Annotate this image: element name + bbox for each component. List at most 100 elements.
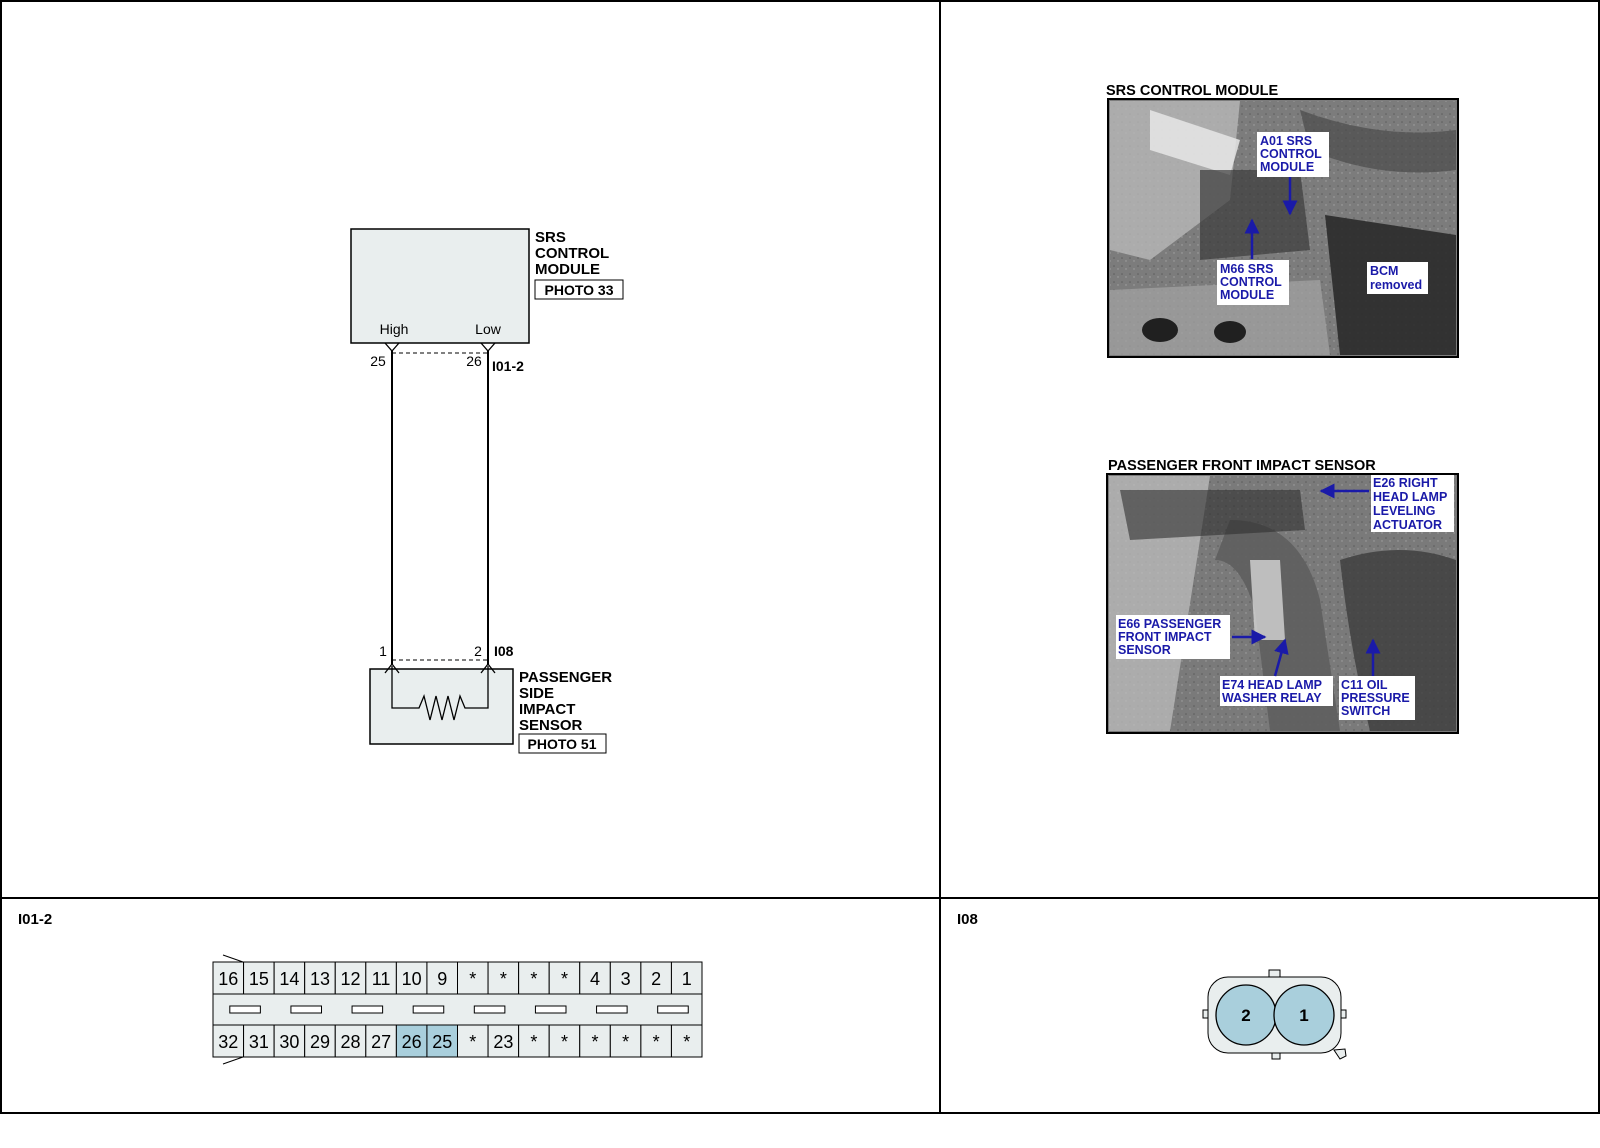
callout-e26-line-2: HEAD LAMP xyxy=(1373,490,1447,504)
i01-2-key-slot xyxy=(229,1005,261,1014)
srs-photo-ref-box xyxy=(534,279,624,300)
sensor-name-line-1: PASSENGER xyxy=(519,669,612,686)
i01-2-pin-label: 3 xyxy=(621,969,631,989)
callout-e74-line-1: E74 HEAD LAMP xyxy=(1222,678,1322,692)
i01-2-pin-label: 32 xyxy=(218,1032,238,1052)
i01-2-pin-label: 14 xyxy=(279,969,299,989)
i01-2-top-cell xyxy=(395,961,428,995)
i01-2-top-cell xyxy=(304,961,336,995)
srs-module-name-line-3: MODULE xyxy=(535,261,600,278)
i01-2-bottom-cell xyxy=(670,1024,703,1058)
callout-bcm-line-1: BCM xyxy=(1370,264,1398,278)
i01-2-pin-label: 11 xyxy=(372,969,391,989)
i01-2-bottom-cell xyxy=(273,1024,306,1058)
callout-e26-line-1: E26 RIGHT xyxy=(1373,476,1438,490)
i01-2-pin-label: * xyxy=(592,1032,599,1052)
i01-2-top-cell xyxy=(273,961,306,995)
i08-pin-1-cavity xyxy=(1273,984,1335,1046)
arrow-e74 xyxy=(1273,638,1289,677)
connector-id-i01-2: I01-2 xyxy=(492,358,524,374)
pin-26-number: 26 xyxy=(466,353,482,369)
i01-2-pin-label: * xyxy=(622,1032,629,1052)
sensor-resistor xyxy=(391,666,489,721)
i01-2-bottom-cell xyxy=(487,1024,520,1058)
connector-i08-title: I08 xyxy=(957,911,978,928)
i01-2-top-cell xyxy=(609,961,642,995)
callout-e26-line-3: LEVELING xyxy=(1373,504,1436,518)
i01-2-pin-label: 23 xyxy=(493,1032,513,1052)
callout-c11-line-3: SWITCH xyxy=(1341,704,1390,718)
i01-2-bottom-cell xyxy=(609,1024,642,1058)
i01-2-pin-label: * xyxy=(561,969,568,989)
photo-passenger-front-impact-sensor: PASSENGER FRONT IMPACT SENSOR E26 RIGHT … xyxy=(1106,458,1459,734)
i01-2-top-cell xyxy=(487,961,520,995)
i01-2-pin-label: * xyxy=(530,969,537,989)
callout-a01-line-2: CONTROL xyxy=(1260,147,1322,161)
pin-25-number: 25 xyxy=(370,353,386,369)
callout-m66-line-2: CONTROL xyxy=(1220,275,1282,289)
i01-2-pin-label: 13 xyxy=(310,969,330,989)
i01-2-pin-label: * xyxy=(469,1032,476,1052)
i01-2-key-slot xyxy=(534,1005,567,1014)
schematic: SRS CONTROL MODULE PHOTO 33 High Low 25 … xyxy=(350,228,624,754)
i01-2-pin-label: 15 xyxy=(249,969,269,989)
callout-m66-line-1: M66 SRS xyxy=(1220,262,1274,276)
i01-2-pin-label: * xyxy=(683,1032,690,1052)
pin-high-label: High xyxy=(380,321,409,337)
i01-2-bottom-cell xyxy=(304,1024,336,1058)
callout-e74-line-2: WASHER RELAY xyxy=(1222,691,1322,705)
sensor-name-line-4: SENSOR xyxy=(519,717,583,734)
i01-2-top-cell xyxy=(365,961,397,995)
i01-2-bottom-cell xyxy=(365,1024,397,1058)
i01-2-pin-label: 27 xyxy=(371,1032,391,1052)
callout-a01-line-3: MODULE xyxy=(1260,160,1314,174)
i01-2-top-cell xyxy=(243,961,275,995)
callout-m66-line-3: MODULE xyxy=(1220,288,1274,302)
i01-2-bottom-cell xyxy=(457,1024,489,1058)
i01-2-key-slot xyxy=(412,1005,445,1014)
srs-control-module-box xyxy=(350,228,530,344)
connector-id-i08: I08 xyxy=(494,643,514,659)
i01-2-pin-label: * xyxy=(500,969,507,989)
connector-i08-view: I08 2 1 xyxy=(957,911,1347,1060)
i01-2-pin-label: 25 xyxy=(432,1032,452,1052)
i01-2-pin-label: 31 xyxy=(249,1032,269,1052)
i01-2-pin-label: * xyxy=(561,1032,568,1052)
callout-bcm-line-2: removed xyxy=(1370,278,1422,292)
i01-2-pin-label: 29 xyxy=(310,1032,330,1052)
i01-2-bottom-cell xyxy=(334,1024,367,1058)
sensor-photo-ref-box xyxy=(518,733,607,754)
i08-pin-1-number: 1 xyxy=(1299,1006,1308,1025)
i01-2-pin-label: * xyxy=(469,969,476,989)
i01-2-key-slot xyxy=(596,1005,628,1014)
callout-e66-line-1: E66 PASSENGER xyxy=(1118,617,1221,631)
i01-2-key-slot xyxy=(351,1005,384,1014)
pin-2-number: 2 xyxy=(474,643,482,659)
callout-e66-line-2: FRONT IMPACT xyxy=(1118,630,1212,644)
i01-2-top-cell xyxy=(426,961,458,995)
i01-2-top-cell xyxy=(457,961,489,995)
pin-low-label: Low xyxy=(475,321,502,337)
connector-i01-2-title: I01-2 xyxy=(18,911,52,928)
photo-srs-control-module: SRS CONTROL MODULE A01 SRS CONTROL MODUL… xyxy=(1106,83,1459,358)
i01-2-pin-label: 4 xyxy=(590,969,600,989)
i01-2-key-slot xyxy=(290,1005,322,1014)
i01-2-bottom-cell xyxy=(548,1024,581,1058)
panel-grid xyxy=(0,0,1600,1114)
sensor-name-line-3: IMPACT xyxy=(519,701,575,718)
i01-2-key-slots xyxy=(229,1005,689,1014)
callout-c11-line-2: PRESSURE xyxy=(1341,691,1410,705)
i01-2-pin-label: 28 xyxy=(341,1032,361,1052)
i01-2-pin-label: 12 xyxy=(341,969,361,989)
photo-srs-title: SRS CONTROL MODULE xyxy=(1106,83,1278,99)
pin-25-terminal xyxy=(384,342,400,352)
sensor-photo-ref: PHOTO 51 xyxy=(528,736,597,752)
callout-e26-line-4: ACTUATOR xyxy=(1373,518,1442,532)
photo-impact-title: PASSENGER FRONT IMPACT SENSOR xyxy=(1108,458,1376,474)
i01-2-top-cell xyxy=(670,961,703,995)
i01-2-key-slot xyxy=(657,1005,689,1014)
